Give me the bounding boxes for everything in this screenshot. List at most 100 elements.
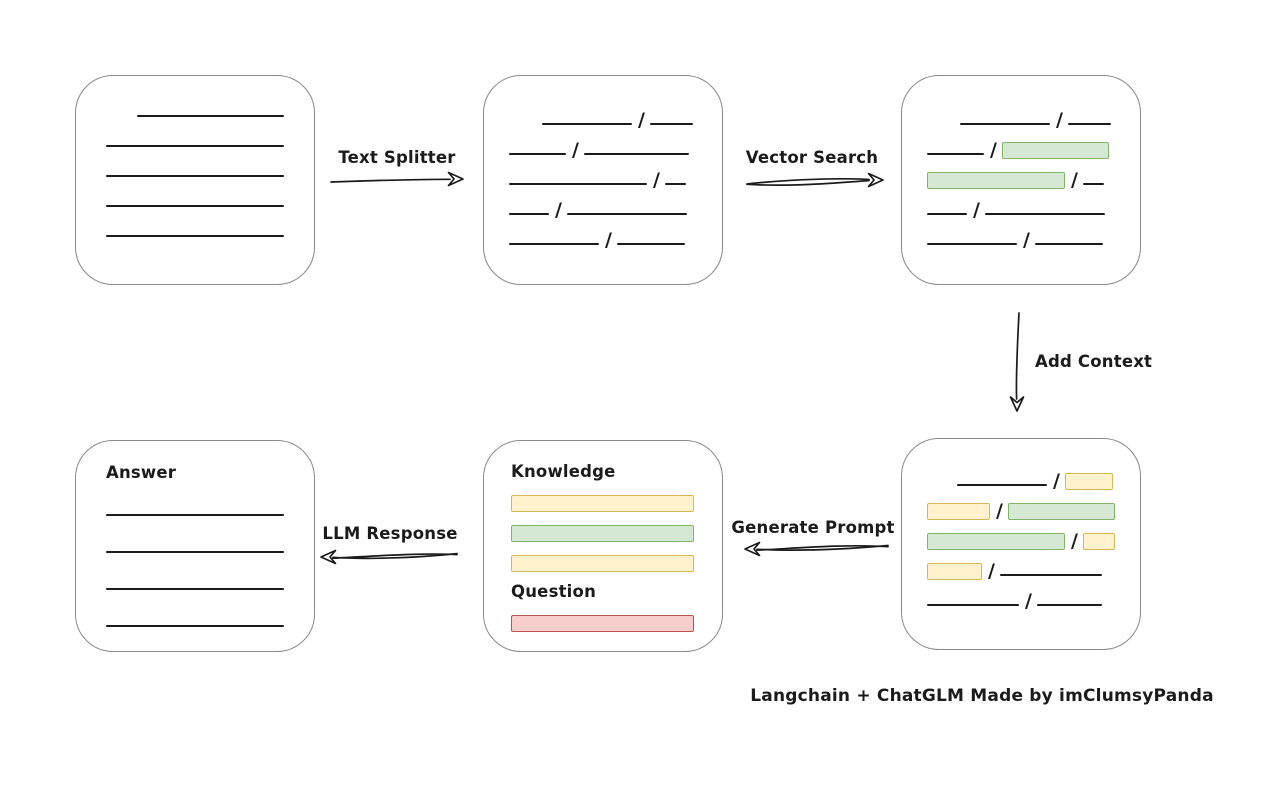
document-row: Answer xyxy=(106,451,284,484)
text-line xyxy=(1082,183,1104,185)
text-line xyxy=(583,153,689,155)
document-row: / xyxy=(927,220,1115,250)
text-line xyxy=(927,604,1019,606)
chunk-separator: / xyxy=(555,199,562,221)
text-line xyxy=(1067,123,1111,125)
text-line xyxy=(664,183,686,185)
text-line xyxy=(106,175,284,177)
chunk-separator: / xyxy=(1023,229,1030,251)
text-line xyxy=(106,588,284,590)
arrow-generate-prompt xyxy=(744,541,889,557)
arrow-llm-response xyxy=(320,549,458,565)
highlight-bar-green xyxy=(927,172,1065,189)
chunk-separator: / xyxy=(572,139,579,161)
highlight-bar-yellow xyxy=(511,555,694,572)
document-row xyxy=(106,122,284,152)
text-line xyxy=(106,145,284,147)
document-row xyxy=(106,152,284,182)
document-row xyxy=(106,558,284,595)
text-line xyxy=(960,123,1050,125)
document-row xyxy=(511,603,695,633)
knowledge-label: Knowledge xyxy=(511,462,616,481)
highlight-bar-yellow xyxy=(927,563,982,580)
document-row: / xyxy=(927,521,1115,551)
chunk-separator: / xyxy=(988,560,995,582)
vector-matched-box: ///// xyxy=(901,75,1141,285)
document-row: / xyxy=(927,160,1115,190)
document-row: / xyxy=(927,190,1115,220)
arrowhead-left-icon xyxy=(320,549,337,565)
arrowhead-right-icon xyxy=(867,172,884,188)
arrowhead-down-icon xyxy=(1009,396,1025,412)
generate-prompt-label: Generate Prompt xyxy=(731,518,895,537)
document-row: / xyxy=(509,220,697,250)
text-line xyxy=(542,123,632,125)
text-line xyxy=(616,243,685,245)
text-line xyxy=(1036,604,1102,606)
document-row xyxy=(106,521,284,558)
chunk-separator: / xyxy=(1071,530,1078,552)
chunk-separator: / xyxy=(1053,470,1060,492)
document-row: Question xyxy=(511,573,695,603)
highlight-bar-green xyxy=(1001,142,1109,159)
text-line xyxy=(509,213,549,215)
chunk-separator: / xyxy=(996,500,1003,522)
chunk-separator: / xyxy=(1025,590,1032,612)
document-row xyxy=(511,543,695,573)
text-line xyxy=(106,205,284,207)
chunk-separator: / xyxy=(973,199,980,221)
highlight-bar-yellow xyxy=(511,495,694,512)
document-row: / xyxy=(509,100,697,130)
document-row xyxy=(106,182,284,212)
add-context-label: Add Context xyxy=(1035,352,1153,371)
document-row xyxy=(106,92,284,122)
document-row: / xyxy=(927,461,1115,491)
document-row: / xyxy=(927,491,1115,521)
document-row xyxy=(511,513,695,543)
text-line xyxy=(999,574,1102,576)
document-row: Knowledge xyxy=(511,453,695,483)
text-line xyxy=(106,625,284,627)
arrow-add-context xyxy=(1009,312,1025,412)
text-line xyxy=(984,213,1105,215)
highlight-bar-yellow xyxy=(1082,533,1115,550)
vector-search-label: Vector Search xyxy=(745,148,879,167)
footer-credit: Langchain + ChatGLM Made by imClumsyPand… xyxy=(750,686,1214,706)
chunk-separator: / xyxy=(638,109,645,131)
chunk-separator: / xyxy=(605,229,612,251)
answer-label: Answer xyxy=(106,463,177,482)
highlight-bar-green xyxy=(927,533,1065,550)
text-line xyxy=(106,551,284,553)
answer-box: Answer xyxy=(75,440,315,652)
document-row xyxy=(106,212,284,242)
document-row xyxy=(106,595,284,632)
text-line xyxy=(1034,243,1103,245)
highlight-bar-green xyxy=(511,525,694,542)
text-line xyxy=(106,235,284,237)
arrow-text-splitter xyxy=(330,171,464,187)
text-line xyxy=(509,243,599,245)
llm-response-label: LLM Response xyxy=(322,524,458,543)
document-row: / xyxy=(509,160,697,190)
text-line xyxy=(137,115,284,117)
text-line xyxy=(957,484,1047,486)
text-line xyxy=(927,213,967,215)
highlight-bar-red xyxy=(511,615,694,632)
text-line xyxy=(106,514,284,516)
text-line xyxy=(927,243,1017,245)
document-row: / xyxy=(509,130,697,160)
arrow-vector-search xyxy=(746,172,884,188)
document-row xyxy=(511,483,695,513)
highlight-bar-yellow xyxy=(1064,473,1113,490)
document-row: / xyxy=(509,190,697,220)
context-chunks-box: / / / / / xyxy=(901,438,1141,650)
highlight-bar-yellow xyxy=(927,503,990,520)
document-row: / xyxy=(927,581,1115,611)
arrowhead-left-icon xyxy=(744,541,761,557)
text-line xyxy=(509,153,566,155)
document-row: / xyxy=(927,551,1115,581)
chunk-separator: / xyxy=(653,169,660,191)
question-label: Question xyxy=(511,582,597,601)
text-line xyxy=(649,123,693,125)
highlight-bar-green xyxy=(1007,503,1115,520)
